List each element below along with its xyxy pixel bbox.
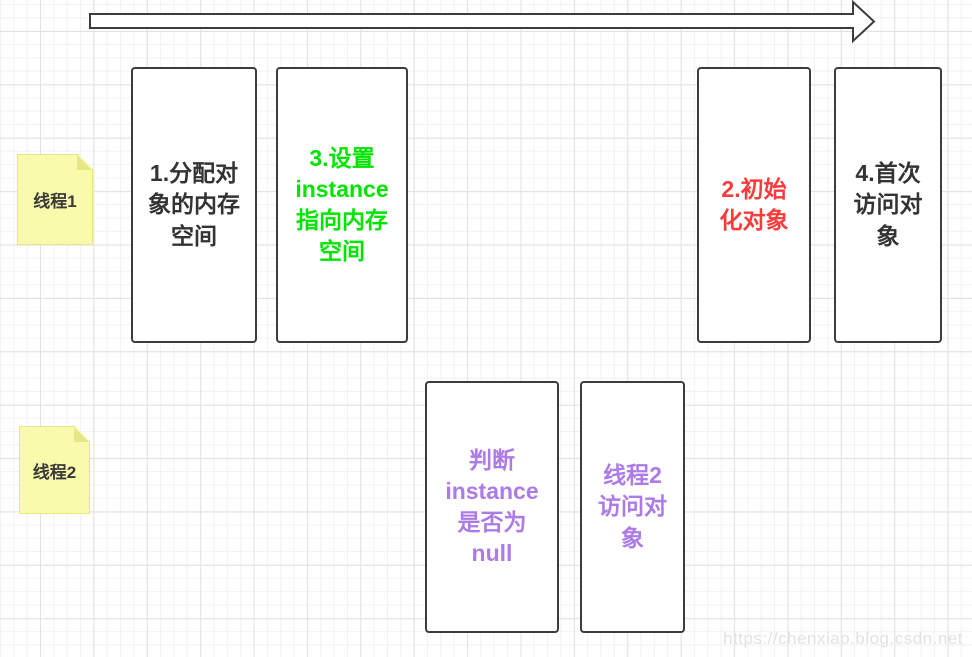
step-box-set-instance-pointer: 3.设置 instance 指向内存 空间 bbox=[276, 67, 408, 343]
thread2-label: 线程2 bbox=[32, 462, 77, 482]
step-box-initialize-object: 2.初始 化对象 bbox=[697, 67, 811, 343]
step-box-first-access-object: 4.首次 访问对 象 bbox=[834, 67, 942, 343]
thread1-sticky-note: 线程1 bbox=[17, 154, 93, 245]
csdn-watermark: https://chenxiao.blog.csdn.net bbox=[723, 629, 963, 648]
step-box-thread2-access-object: 线程2 访问对 象 bbox=[580, 381, 685, 633]
thread2-sticky-note: 线程2 bbox=[19, 426, 90, 514]
step-box-allocate-memory: 1.分配对 象的内存 空间 bbox=[131, 67, 257, 343]
note-fold-corner-icon bbox=[74, 427, 89, 442]
note-fold-corner-icon bbox=[77, 155, 92, 170]
thread1-label: 线程1 bbox=[33, 192, 77, 211]
timeline-arrow-shape bbox=[89, 0, 876, 44]
step-box-judge-instance-null: 判断 instance 是否为 null bbox=[425, 381, 559, 633]
timeline-arrow bbox=[89, 0, 876, 44]
